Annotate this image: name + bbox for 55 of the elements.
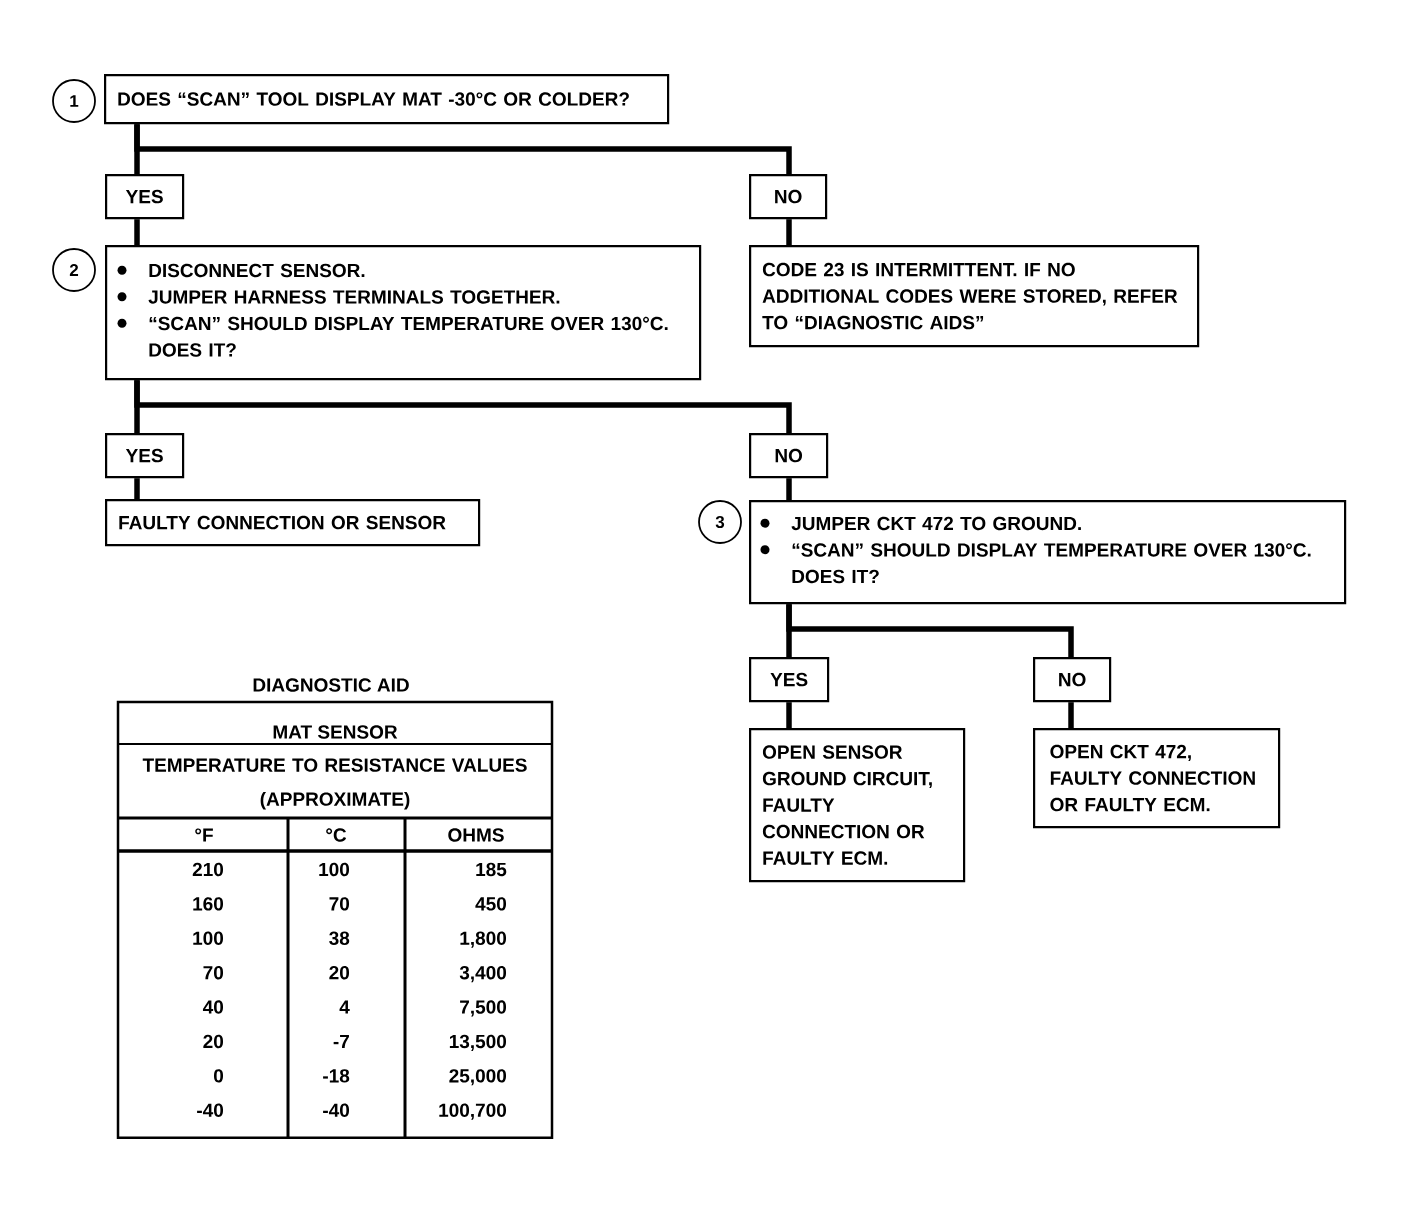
table-value: 160 [193, 897, 223, 911]
connector-line [786, 478, 792, 500]
step-number: 2 [52, 248, 96, 292]
branch-box: NO [1033, 657, 1112, 703]
table-value: 7,500 [460, 1000, 506, 1017]
step-box: DISCONNECT SENSOR. JUMPER HARNESS TERMINALS TOGETHER. “SCAN” SHOULD DISPLAY TEMPERATURE OVER 130°C. DOES IT? [105, 245, 702, 381]
table-value: 3,400 [459, 965, 506, 983]
table-value: -18 [323, 1069, 350, 1083]
table-value: 100 [319, 862, 349, 877]
table-value: 25,000 [449, 1069, 506, 1086]
connector-line [134, 124, 792, 174]
table-value: 20 [329, 965, 350, 980]
connector-line [1068, 702, 1074, 728]
branch-box: NO [749, 433, 829, 479]
branch-box: NO [749, 174, 828, 220]
table-value: 13,500 [449, 1034, 506, 1051]
table-value: 20 [203, 1034, 224, 1049]
result-box: FAULTY CONNECTION OR SENSOR [105, 499, 481, 547]
table-value: 70 [203, 965, 224, 980]
connector-line [134, 380, 792, 433]
table-value: 185 [476, 862, 507, 877]
table-value: -7 [333, 1034, 349, 1048]
table-value: 100 [193, 931, 223, 945]
step-box: DOES “SCAN” TOOL DISPLAY MAT -30°C OR COLDER? [104, 74, 670, 125]
branch-box: YES [105, 174, 185, 220]
step-box: JUMPER CKT 472 TO GROUND. “SCAN” SHOULD DISPLAY TEMPERATURE OVER 130°C. DOES IT? [749, 500, 1347, 605]
table-value: 40 [202, 1000, 224, 1014]
step-number: 1 [52, 79, 96, 123]
result-box: OPEN SENSOR GROUND CIRCUIT, FAULTY CONNECTION OR FAULTY ECM. [749, 728, 966, 883]
column-header: °C [326, 828, 347, 842]
table-value: 100,700 [439, 1103, 506, 1120]
connector-line [134, 478, 140, 499]
result-box: CODE 23 IS INTERMITTENT. IF NO ADDITIONAL CODES WERE STORED, REFER TO “DIAGNOSTIC AIDS” [749, 245, 1200, 348]
step-number: 3 [698, 500, 742, 544]
branch-box: YES [105, 433, 185, 479]
table-value: 210 [192, 862, 223, 877]
table-value: 4 [339, 1000, 350, 1014]
table-heading: MAT SENSOR [273, 725, 398, 739]
connector-line [134, 219, 140, 245]
table-value: 1,800 [460, 931, 506, 948]
branch-box: YES [749, 657, 830, 703]
connector-line [786, 604, 1074, 657]
table-value: -40 [323, 1103, 350, 1117]
column-header: OHMS [448, 828, 504, 842]
connector-line [786, 219, 792, 245]
connector-line [786, 702, 792, 728]
table-value: 0 [214, 1069, 224, 1083]
table-value: 70 [329, 897, 350, 911]
table-subheading: TEMPERATURE TO RESISTANCE VALUES (APPROXIMATE) [142, 758, 527, 810]
table-title: DIAGNOSTIC AID [253, 678, 409, 692]
table-value: 38 [329, 931, 350, 945]
table-value: -40 [197, 1103, 224, 1117]
table-value: 450 [475, 897, 506, 911]
column-header: °F [195, 828, 213, 842]
result-box: OPEN CKT 472, FAULTY CONNECTION OR FAULTY ECM. [1033, 728, 1281, 829]
